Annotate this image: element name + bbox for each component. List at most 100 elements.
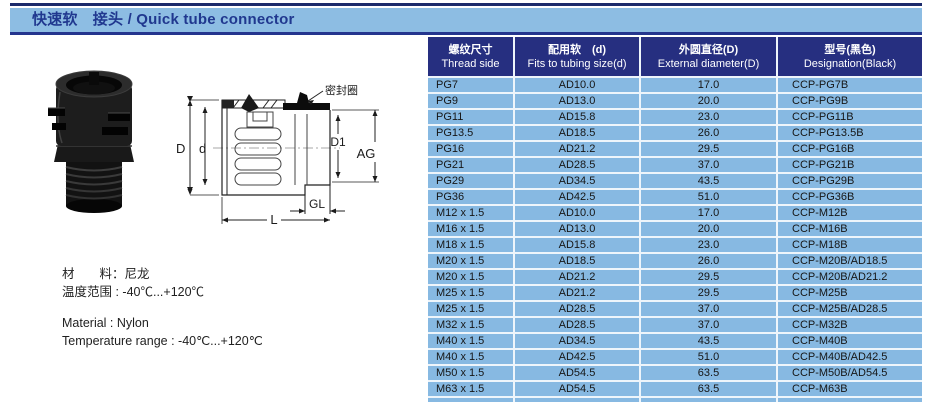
- spec-cell: AD34.5: [514, 173, 641, 190]
- spec-cell: 63.5: [640, 365, 778, 382]
- spec-cell: CCP-PG29B: [777, 173, 922, 190]
- spec-cell: CCP-M18B: [777, 237, 922, 254]
- col-header-thread-side: 螺纹尺寸 Thread side: [428, 37, 515, 78]
- seal-ring-label: 密封圈: [325, 83, 358, 97]
- spec-cell: CCP-PG11B: [777, 109, 922, 126]
- spec-cell: PG36: [428, 189, 515, 206]
- spec-cell: [428, 397, 515, 402]
- spec-cell: AD15.8: [514, 109, 641, 126]
- spec-cell: CCP-M25B/AD28.5: [777, 301, 922, 318]
- spec-cell: M18 x 1.5: [428, 237, 515, 254]
- spec-cell: M25 x 1.5: [428, 301, 515, 318]
- spec-cell: AD21.2: [514, 285, 641, 302]
- spec-cell: 43.5: [640, 173, 778, 190]
- spec-cell: AD15.8: [514, 237, 641, 254]
- spec-cell: AD28.5: [514, 301, 641, 318]
- spec-cell: 23.0: [640, 109, 778, 126]
- spec-text-block: 材 料：尼龙 温度范围 : -40℃...+120℃ Material : Ny…: [62, 265, 263, 350]
- spec-cell: AD54.5: [514, 381, 641, 398]
- spec-cell: CCP-PG13.5B: [777, 125, 922, 142]
- spec-cell: [640, 397, 778, 402]
- spec-cell: AD10.0: [514, 205, 641, 222]
- spec-cell: 37.0: [640, 157, 778, 174]
- spec-cell: M40 x 1.5: [428, 349, 515, 366]
- spec-row-empty: [428, 397, 922, 402]
- spec-cell: CCP-M50B/AD54.5: [777, 365, 922, 382]
- spec-cell: M20 x 1.5: [428, 269, 515, 286]
- spec-cell: 23.0: [640, 237, 778, 254]
- spec-cell: CCP-M20B/AD18.5: [777, 253, 922, 270]
- spec-cell: AD54.5: [514, 365, 641, 382]
- spec-cell: M50 x 1.5: [428, 365, 515, 382]
- col-header-external-diameter: 外圆直径(D) External diameter(D): [640, 37, 778, 78]
- spec-cell: M32 x 1.5: [428, 317, 515, 334]
- spec-cell: 20.0: [640, 93, 778, 110]
- spec-cell: 37.0: [640, 301, 778, 318]
- spec-cell: CCP-M20B/AD21.2: [777, 269, 922, 286]
- spec-cell: PG9: [428, 93, 515, 110]
- spec-cell: AD21.2: [514, 269, 641, 286]
- spec-cell: CCP-M25B: [777, 285, 922, 302]
- spec-cell: 43.5: [640, 333, 778, 350]
- spec-cell: 29.5: [640, 285, 778, 302]
- material-cn: 材 料：尼龙: [62, 267, 150, 281]
- spec-cell: [777, 397, 922, 402]
- spec-cell: PG21: [428, 157, 515, 174]
- dim-label-L: L: [270, 212, 277, 226]
- spec-cell: CCP-PG36B: [777, 189, 922, 206]
- spec-cell: 20.0: [640, 221, 778, 238]
- spec-cell: 29.5: [640, 141, 778, 158]
- spec-cell: 51.0: [640, 349, 778, 366]
- spec-cell: M12 x 1.5: [428, 205, 515, 222]
- spec-cell: PG13.5: [428, 125, 515, 142]
- connector-section-drawing: D d D1 AG GL: [176, 83, 379, 227]
- spec-cell: 17.0: [640, 205, 778, 222]
- spec-table: 螺纹尺寸 Thread side 配用软 (d) Fits to tubing …: [428, 37, 922, 402]
- spec-cell: CCP-M32B: [777, 317, 922, 334]
- spec-cell: M63 x 1.5: [428, 381, 515, 398]
- spec-cell: M16 x 1.5: [428, 221, 515, 238]
- spec-cell: AD13.0: [514, 93, 641, 110]
- technical-drawing: D d D1 AG GL: [175, 78, 385, 231]
- temp-range-en: Temperature range : -40℃...+120℃: [62, 334, 263, 348]
- spec-cell: 29.5: [640, 269, 778, 286]
- top-rule: [10, 3, 922, 6]
- spec-cell: CCP-PG9B: [777, 93, 922, 110]
- spec-cell: AD18.5: [514, 253, 641, 270]
- dim-label-D: D: [176, 141, 185, 156]
- page-title: 快速软 接头 / Quick tube connector: [10, 8, 922, 35]
- product-photo: [46, 66, 142, 223]
- dim-label-d: d: [199, 141, 206, 156]
- spec-cell: CCP-PG16B: [777, 141, 922, 158]
- spec-cell: PG16: [428, 141, 515, 158]
- dim-label-AG: AG: [357, 146, 376, 161]
- spec-cell: 37.0: [640, 317, 778, 334]
- spec-cell: PG29: [428, 173, 515, 190]
- spec-cell: M20 x 1.5: [428, 253, 515, 270]
- spec-cell: 26.0: [640, 253, 778, 270]
- spec-cell: CCP-M16B: [777, 221, 922, 238]
- spec-cell: AD10.0: [514, 77, 641, 94]
- spec-cell: M25 x 1.5: [428, 285, 515, 302]
- spec-cell: 17.0: [640, 77, 778, 94]
- col-header-tubing-size: 配用软 (d) Fits to tubing size(d): [514, 37, 641, 78]
- temp-range-cn: 温度范围 : -40℃...+120℃: [62, 285, 205, 299]
- spec-table-header: 螺纹尺寸 Thread side 配用软 (d) Fits to tubing …: [428, 37, 922, 78]
- spec-cell: CCP-M40B: [777, 333, 922, 350]
- spec-cell: 51.0: [640, 189, 778, 206]
